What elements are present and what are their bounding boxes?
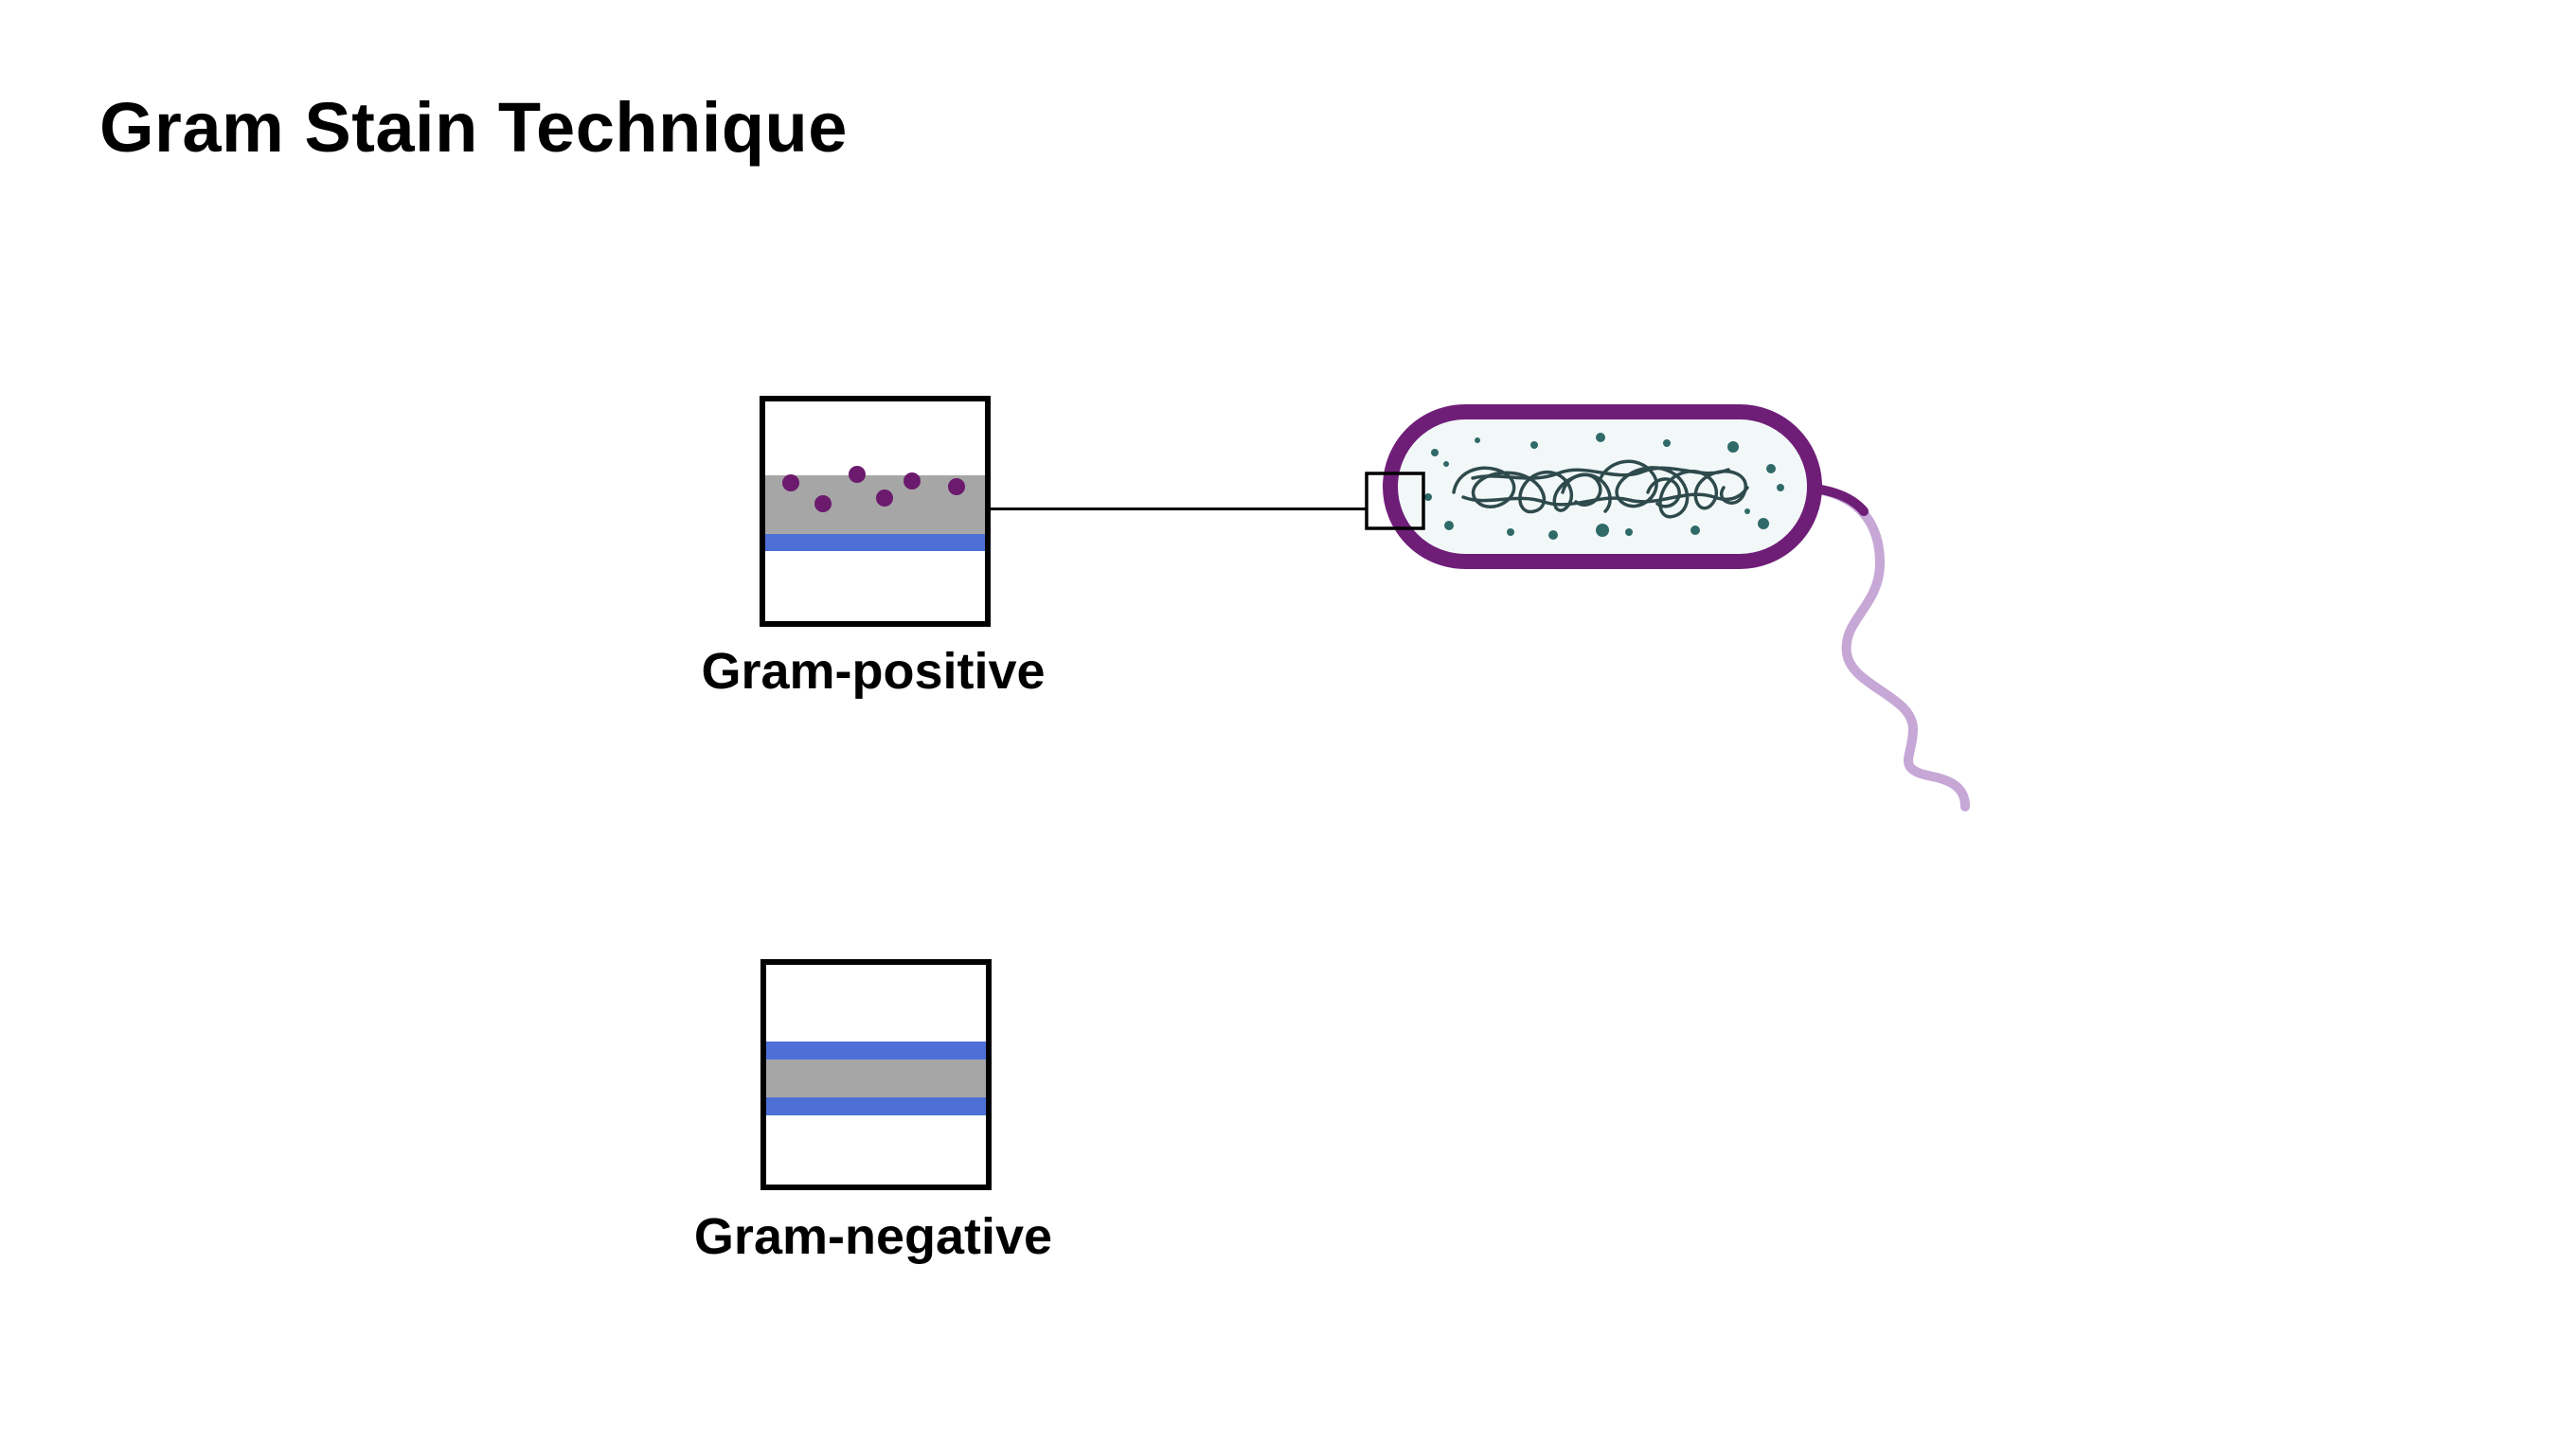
bacterium-cell-wall [1383,404,1822,569]
stain-particle [876,490,893,507]
ribosomes [1424,433,1784,540]
page-title: Gram Stain Technique [99,88,848,167]
flagellum [1802,483,1970,811]
stain-particle [903,472,921,490]
cell-membrane-layer [765,534,985,551]
dna-nucleoid [1452,459,1749,519]
zoom-connector-line [985,508,1366,510]
gram-negative-wall-diagram [760,959,992,1190]
stain-particle [782,474,799,491]
outer-membrane-layer [766,1042,986,1060]
gram-positive-wall-diagram [760,396,991,627]
stain-particle [948,478,965,495]
gram-positive-label: Gram-positive [701,643,1046,700]
stain-particle [814,495,832,512]
stain-particle [849,466,866,483]
peptidoglycan-layer [766,1060,986,1097]
gram-negative-label: Gram-negative [693,1208,1053,1265]
zoom-region-marker [1365,472,1425,530]
inner-membrane-layer [766,1097,986,1115]
